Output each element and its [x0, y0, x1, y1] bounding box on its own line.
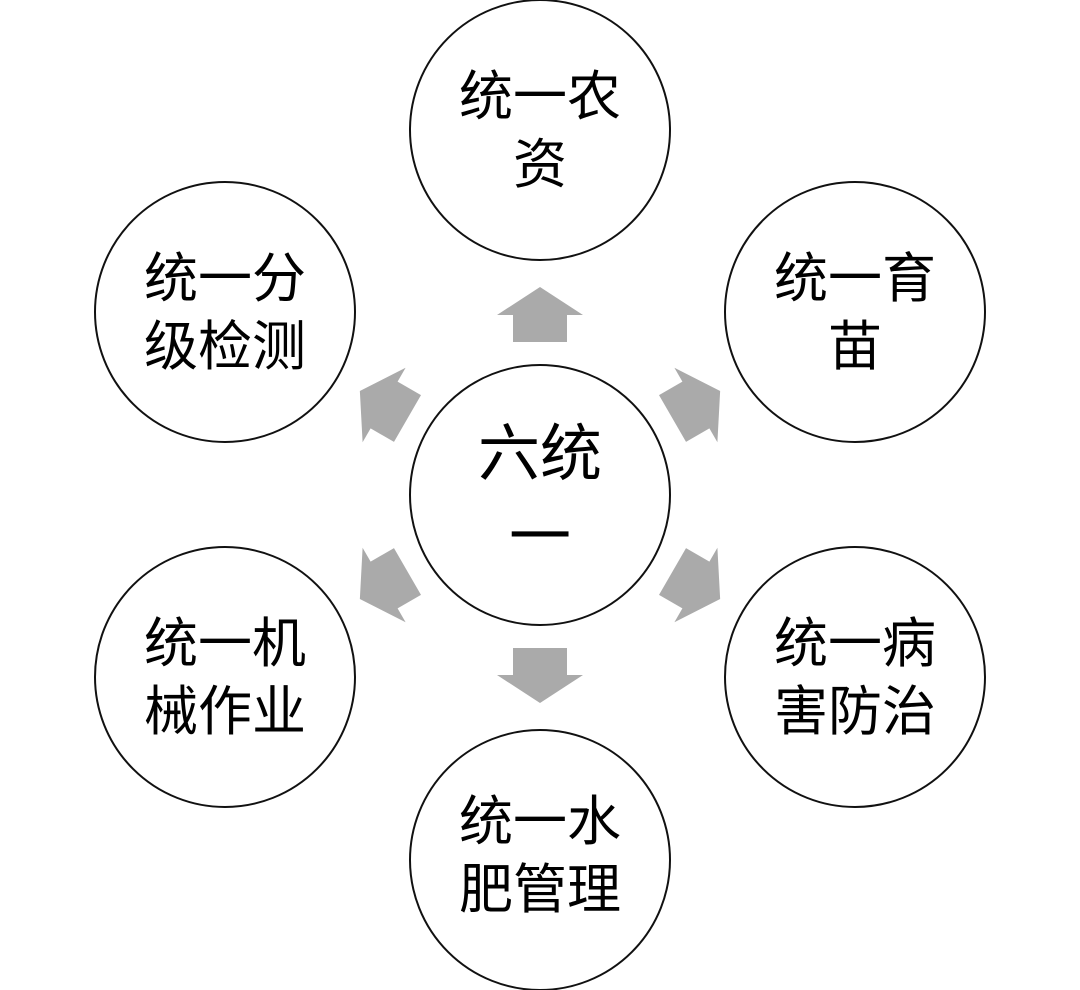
node-agri-inputs: 统一农 资: [409, 0, 671, 261]
center-label-line-2: 一: [509, 500, 571, 573]
node-circle: [409, 0, 671, 261]
node-label-line-1: 统一机: [144, 612, 306, 675]
arrows: [359, 287, 721, 703]
node-circle: [94, 546, 356, 808]
arrow-to-seedling: [659, 367, 721, 443]
arrow-to-agri-inputs: [497, 287, 583, 342]
arrow-to-pest-control: [659, 547, 721, 623]
node-label-line-1: 统一水: [459, 790, 621, 853]
node-circle: [409, 729, 671, 990]
node-label-line-1: 统一农: [459, 65, 621, 128]
node-circle: [94, 181, 356, 443]
node-label-line-1: 统一分: [144, 247, 306, 310]
node-label-line-2: 肥管理: [459, 858, 621, 921]
center-node: 六统 一: [409, 364, 671, 626]
node-label-line-2: 害防治: [774, 680, 936, 743]
node-circle: [724, 181, 986, 443]
node-mechanized: 统一机 械作业: [94, 546, 356, 808]
center-label-line-1: 六统: [478, 417, 602, 490]
node-grading-testing: 统一分 级检测: [94, 181, 356, 443]
node-label-line-2: 资: [513, 133, 567, 196]
node-label-line-2: 苗: [828, 315, 882, 378]
center-circle: [409, 364, 671, 626]
node-label-line-2: 级检测: [144, 315, 306, 378]
arrow-to-mechanized: [359, 547, 421, 623]
node-label-line-2: 械作业: [144, 680, 306, 743]
node-label-line-1: 统一育: [774, 247, 936, 310]
arrow-to-water-fertilizer: [497, 648, 583, 703]
node-water-fertilizer: 统一水 肥管理: [409, 729, 671, 990]
node-seedling: 统一育 苗: [724, 181, 986, 443]
node-label-line-1: 统一病: [774, 612, 936, 675]
arrow-to-grading-testing: [359, 367, 421, 443]
node-pest-control: 统一病 害防治: [724, 546, 986, 808]
node-circle: [724, 546, 986, 808]
